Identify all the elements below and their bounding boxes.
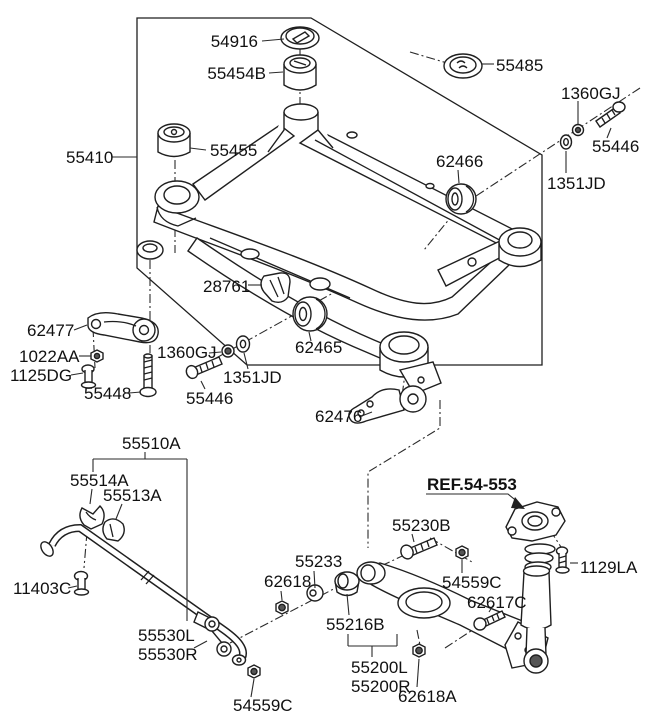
bushing-62466-drawing bbox=[445, 183, 477, 215]
bracket-55514A-drawing bbox=[79, 504, 105, 530]
part-label-1129LA: 1129LA bbox=[580, 558, 638, 577]
shock-absorber-drawing bbox=[505, 501, 566, 674]
part-label-55200R: 55200R bbox=[351, 677, 411, 696]
part-label-55455: 55455 bbox=[210, 141, 257, 160]
part-label-1351JD-upper: 1351JD bbox=[547, 174, 606, 193]
part-label-55446-lower: 55446 bbox=[186, 389, 233, 408]
washer-1351JD-lower-drawing bbox=[235, 335, 251, 353]
part-label-62618A: 62618A bbox=[398, 687, 457, 706]
part-label-55514A: 55514A bbox=[70, 471, 129, 490]
leader-lines bbox=[67, 38, 612, 698]
bolt-1129LA-drawing bbox=[555, 546, 570, 574]
nut-1360GJ-lower-drawing bbox=[221, 344, 235, 358]
crossmember-drawing bbox=[136, 103, 542, 395]
part-label-11403C: 11403C bbox=[13, 579, 71, 598]
bushing-62465-drawing bbox=[292, 296, 328, 332]
cap-54916-drawing bbox=[280, 26, 320, 50]
part-label-55230B: 55230B bbox=[392, 516, 451, 535]
part-label-1125DG: 1125DG bbox=[10, 366, 72, 385]
nut-54559C-right-drawing bbox=[455, 545, 469, 560]
nut-62618-drawing bbox=[275, 600, 289, 615]
part-label-55530L: 55530L bbox=[138, 626, 195, 645]
part-label-28761: 28761 bbox=[203, 277, 250, 296]
nut-54559C-left-drawing bbox=[247, 664, 261, 679]
bolt-62617C-drawing bbox=[473, 610, 506, 631]
part-label-55233: 55233 bbox=[295, 552, 342, 571]
bolt-55446-upper-drawing bbox=[595, 101, 626, 128]
washer-1351JD-upper-drawing bbox=[559, 134, 573, 150]
part-labels: 54916 55454B 55485 1360GJ 55446 1351JD 5… bbox=[10, 32, 639, 715]
bolt-1125DG-drawing bbox=[80, 364, 97, 389]
part-label-62618: 62618 bbox=[264, 572, 311, 591]
bolt-11403C-drawing bbox=[73, 570, 90, 596]
cover-55485-drawing bbox=[443, 53, 483, 79]
bushing-55454B-drawing bbox=[283, 54, 317, 91]
arm-62477-drawing bbox=[87, 311, 159, 344]
part-label-62466: 62466 bbox=[436, 152, 483, 171]
part-label-1360GJ-lower: 1360GJ bbox=[157, 343, 217, 362]
part-label-55448: 55448 bbox=[84, 384, 131, 403]
part-label-62617C: 62617C bbox=[467, 593, 527, 612]
part-label-55485: 55485 bbox=[496, 56, 543, 75]
part-label-62477: 62477 bbox=[27, 321, 74, 340]
washer-1360GJ-upper-drawing bbox=[571, 123, 585, 137]
bushing-55513A-drawing bbox=[102, 518, 125, 542]
part-label-1360GJ-upper: 1360GJ bbox=[561, 84, 621, 103]
part-label-55530R: 55530R bbox=[138, 645, 198, 664]
part-label-62476: 62476 bbox=[315, 407, 362, 426]
part-label-54559C-right: 54559C bbox=[442, 573, 502, 592]
bushing-55455-drawing bbox=[157, 123, 191, 158]
nut-1022AA-drawing bbox=[90, 349, 104, 363]
part-label-55410: 55410 bbox=[66, 148, 113, 167]
part-label-54559C-left: 54559C bbox=[233, 696, 293, 715]
part-label-55454B: 55454B bbox=[207, 64, 266, 83]
washer-55233-drawing bbox=[306, 584, 324, 602]
enclosure-box bbox=[136, 17, 543, 366]
part-label-62465: 62465 bbox=[295, 338, 342, 357]
part-label-55510A: 55510A bbox=[122, 434, 181, 453]
bushing-55216B-drawing bbox=[334, 571, 360, 597]
part-label-55200L: 55200L bbox=[351, 658, 408, 677]
bolt-55230B-drawing bbox=[400, 537, 438, 560]
part-label-55216B: 55216B bbox=[326, 615, 385, 634]
part-label-1022AA: 1022AA bbox=[19, 347, 80, 366]
part-label-ref-54-553: REF.54-553 bbox=[427, 475, 517, 494]
stabilizer-link-55530-drawing bbox=[204, 616, 232, 657]
part-label-55513A: 55513A bbox=[103, 486, 162, 505]
bolt-55448-drawing bbox=[139, 353, 157, 398]
bolt-55446-lower-drawing bbox=[185, 356, 223, 380]
part-label-55446-upper: 55446 bbox=[592, 137, 639, 156]
part-label-1351JD-lower: 1351JD bbox=[223, 368, 282, 387]
arm-62476-drawing bbox=[348, 385, 427, 424]
nut-62618A-drawing bbox=[412, 643, 426, 658]
part-label-54916: 54916 bbox=[211, 32, 258, 51]
